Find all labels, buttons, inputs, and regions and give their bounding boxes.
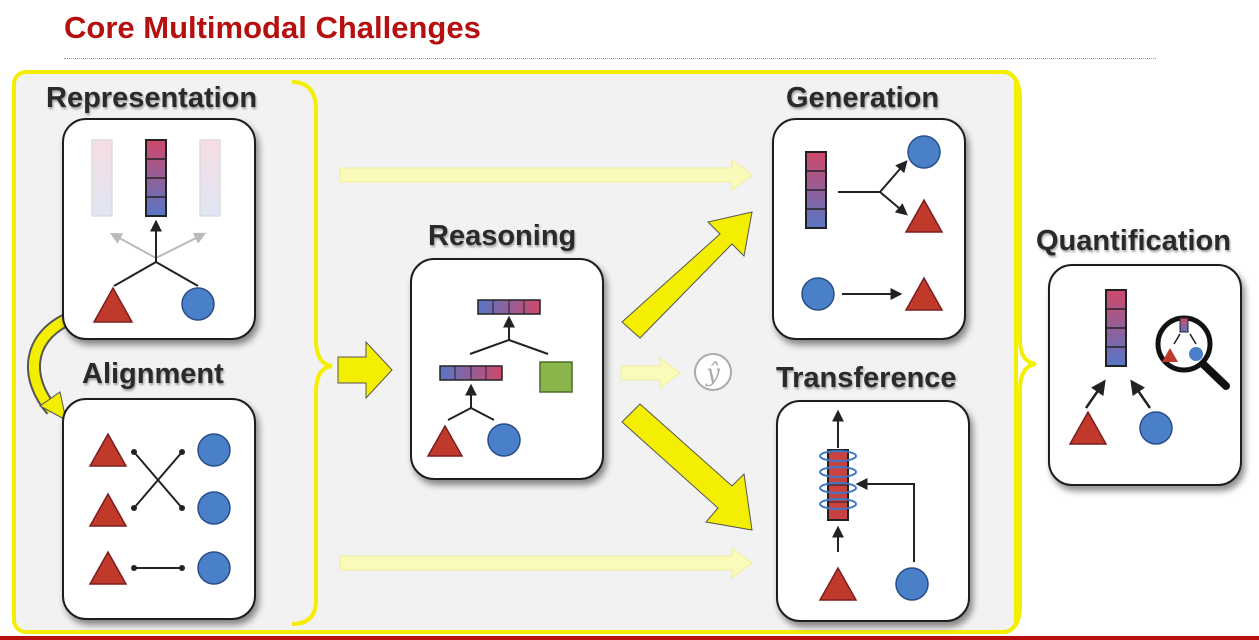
label-quantification: Quantification [1036, 225, 1231, 257]
transference-box [776, 400, 970, 622]
magnifier-icon [1155, 315, 1230, 390]
label-transference: Transference [776, 362, 957, 394]
label-alignment: Alignment [82, 358, 224, 390]
label-reasoning: Reasoning [428, 220, 577, 252]
transference-content [818, 409, 929, 601]
alignment-content [88, 432, 231, 585]
right-brace [1003, 70, 1037, 634]
arrow-to-transference [339, 547, 753, 579]
representation-content [91, 139, 221, 323]
arrow-to-generation [339, 159, 753, 191]
arrow-to-output [620, 357, 681, 389]
generation-content [801, 135, 944, 311]
square-shape [539, 361, 573, 393]
arrow-reasoning-to-generation [621, 211, 753, 339]
arrow-to-reasoning [337, 340, 393, 400]
page-title: Core Multimodal Challenges [64, 10, 481, 45]
label-generation: Generation [786, 82, 940, 114]
reasoning-content [426, 299, 573, 457]
circle-shape [181, 287, 215, 321]
output-symbol: ŷ [705, 359, 720, 387]
bottom-accent-bar [0, 636, 1259, 640]
title-divider [64, 58, 1156, 59]
label-representation: Representation [46, 82, 258, 114]
quantification-content [1068, 289, 1230, 445]
arrow-reasoning-to-transference [621, 403, 753, 531]
output-circle [694, 353, 732, 391]
left-brace [291, 80, 333, 626]
triangle-shape [92, 286, 134, 323]
